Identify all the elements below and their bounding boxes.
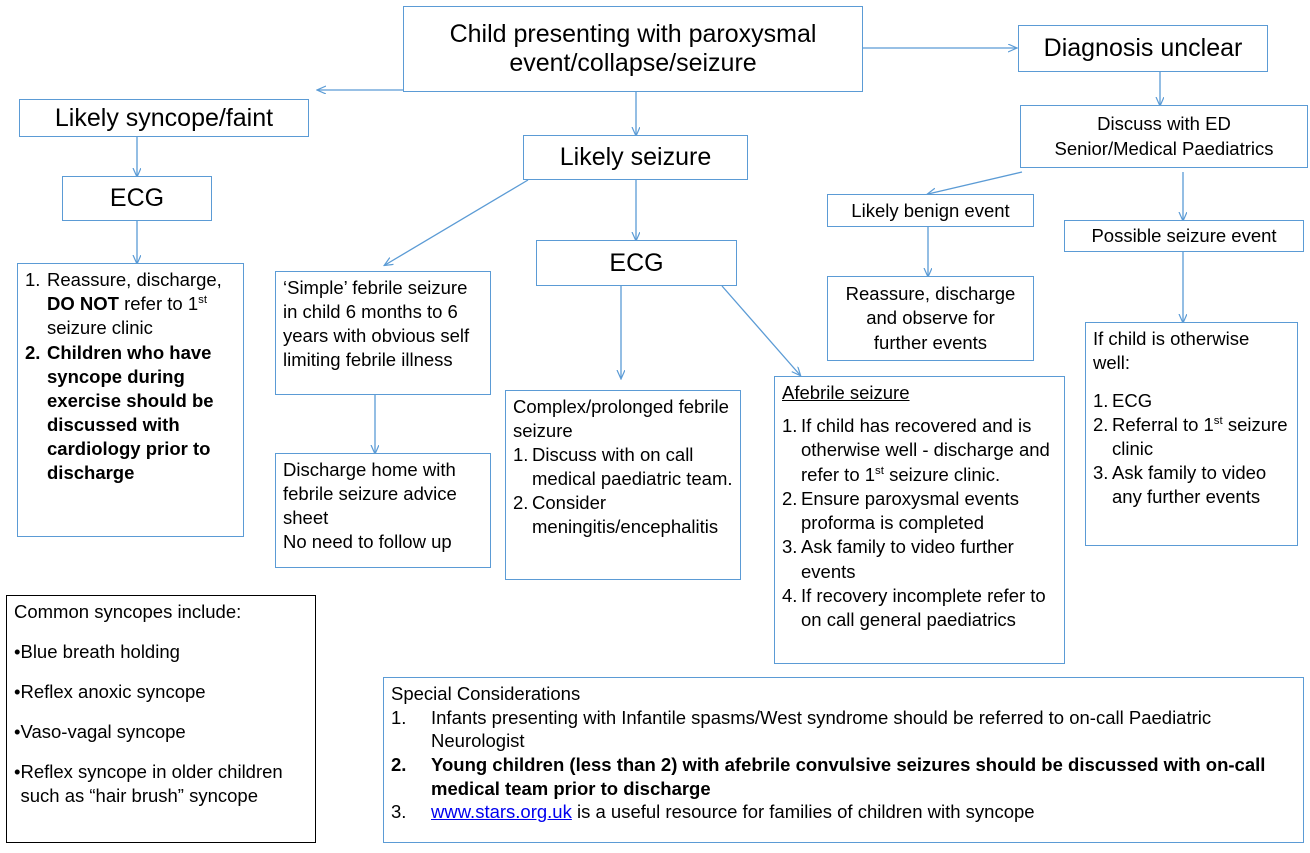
node-special-considerations[interactable]: Special Considerations 1. Infants presen… — [383, 677, 1304, 843]
node-discharge-home[interactable]: Discharge home with febrile seizure advi… — [275, 453, 491, 568]
list-item: 1. Reassure, discharge, DO NOT refer to … — [25, 269, 222, 339]
list-item: •Blue breath holding — [14, 640, 308, 664]
list-item-text: Young children (less than 2) with afebri… — [431, 754, 1266, 799]
list-item-number: 2. — [391, 754, 407, 776]
node-likely-syncope[interactable]: Likely syncope/faint — [19, 99, 309, 137]
node-likely-seizure[interactable]: Likely seizure — [523, 135, 748, 180]
list-item-number: 1. — [391, 706, 407, 728]
node-diagnosis-unclear[interactable]: Diagnosis unclear — [1018, 25, 1268, 72]
list-item-number: 1. — [513, 444, 529, 466]
list-item: 2.Referral to 1st seizure clinic — [1093, 414, 1288, 460]
special-considerations-list: 1. Infants presenting with Infantile spa… — [391, 706, 1296, 824]
node-complex-febrile-heading: Complex/prolonged febrile seizure — [513, 396, 729, 442]
node-reassure-line3: further events — [873, 331, 988, 353]
syncope-actions-list: 1. Reassure, discharge, DO NOT refer to … — [25, 268, 236, 485]
list-item-text: Reflex syncope in older children such as… — [20, 761, 283, 807]
list-item: 2. Consider meningitis/encephalitis — [513, 491, 733, 539]
list-item-text: Infants presenting with Infantile spasms… — [431, 706, 1212, 752]
node-likely-syncope-label: Likely syncope/faint — [54, 103, 274, 132]
wire-seizure-to-simple — [385, 179, 529, 265]
list-item: •Reflex syncope in older children such a… — [14, 760, 308, 808]
list-item: 3.Ask family to video any further events — [1093, 462, 1267, 508]
node-reassure-line2: and observe for — [866, 307, 995, 329]
list-item: 3. Ask family to video further events — [782, 536, 1014, 582]
list-item: 1. If child has recovered and is otherwi… — [782, 415, 1050, 485]
wire-discuss-to-benign — [928, 171, 1023, 194]
node-likely-benign-label: Likely benign event — [851, 199, 1010, 221]
list-item-text: Blue breath holding — [20, 641, 180, 663]
wire-root-to-syncope — [318, 38, 405, 90]
node-seizure-ecg[interactable]: ECG — [536, 240, 737, 286]
node-root-line2: event/collapse/seizure — [509, 49, 757, 77]
node-root-line1: Child presenting with paroxysmal — [449, 19, 817, 48]
common-syncopes-heading: Common syncopes include: — [14, 601, 242, 622]
node-root[interactable]: Child presenting with paroxysmal event/c… — [403, 6, 863, 92]
node-discuss-ed-line2: Senior/Medical Paediatrics — [1054, 137, 1274, 159]
node-possible-seizure-label: Possible seizure event — [1091, 225, 1277, 246]
node-seizure-ecg-label: ECG — [609, 248, 664, 277]
list-item-number: 2. — [513, 492, 529, 514]
list-item: 4. If recovery incomplete refer to on ca… — [782, 584, 1046, 631]
node-syncope-actions[interactable]: 1. Reassure, discharge, DO NOT refer to … — [17, 263, 244, 537]
list-item: 2. Children who have syncope during exer… — [25, 342, 214, 484]
node-discharge-home-line2: No need to follow up — [283, 531, 452, 553]
special-considerations-heading: Special Considerations — [391, 683, 581, 704]
node-simple-febrile[interactable]: ‘Simple’ febrile seizure in child 6 mont… — [275, 271, 491, 395]
node-syncope-ecg-label: ECG — [109, 184, 165, 212]
node-diagnosis-unclear-label: Diagnosis unclear — [1043, 34, 1243, 62]
wire-ecg-to-afebrile — [721, 285, 800, 375]
node-reassure-observe[interactable]: Reassure, discharge and observe for furt… — [827, 276, 1034, 361]
list-item: 2. Ensure paroxysmal events proforma is … — [782, 487, 1019, 534]
list-item-text: Consider meningitis/encephalitis — [532, 492, 719, 538]
list-item: 1.ECG — [1093, 390, 1153, 412]
list-item-text: Vaso-vagal syncope — [20, 721, 186, 743]
node-common-syncopes[interactable]: Common syncopes include: •Blue breath ho… — [6, 595, 316, 843]
complex-febrile-list: 1. Discuss with on call medical paediatr… — [513, 443, 733, 539]
node-reassure-line1: Reassure, discharge — [845, 282, 1016, 304]
node-likely-seizure-label: Likely seizure — [559, 143, 712, 171]
list-item: 1. Discuss with on call medical paediatr… — [513, 443, 733, 491]
list-item: 3. www.stars.org.uk is a useful resource… — [391, 800, 1296, 824]
node-if-child-well-heading-line2: well: — [1093, 352, 1131, 374]
afebrile-list: 1. If child has recovered and is otherwi… — [782, 414, 1057, 632]
node-afebrile-heading: Afebrile seizure — [782, 382, 910, 403]
list-item: 1. Infants presenting with Infantile spa… — [391, 706, 1296, 753]
list-item-text: is a useful resource for families of chi… — [571, 801, 1035, 823]
stars-link[interactable]: www.stars.org.uk — [431, 801, 572, 823]
node-complex-febrile[interactable]: Complex/prolonged febrile seizure 1. Dis… — [505, 390, 741, 580]
if-child-well-list: 1.ECG 2.Referral to 1st seizure clinic 3… — [1093, 389, 1290, 509]
node-if-child-well[interactable]: If child is otherwise well: 1.ECG 2.Refe… — [1085, 322, 1298, 546]
list-item-text: Reflex anoxic syncope — [20, 681, 206, 703]
list-item-text: Discuss with on call medical paediatric … — [532, 444, 733, 490]
node-likely-benign[interactable]: Likely benign event — [827, 194, 1034, 227]
node-simple-febrile-text: ‘Simple’ febrile seizure in child 6 mont… — [283, 277, 475, 371]
list-item: •Reflex anoxic syncope — [14, 680, 308, 704]
node-afebrile-seizure[interactable]: Afebrile seizure 1. If child has recover… — [774, 376, 1065, 664]
list-item-number: 3. — [391, 801, 407, 823]
node-discuss-ed[interactable]: Discuss with ED Senior/Medical Paediatri… — [1020, 105, 1308, 168]
list-item: •Vaso-vagal syncope — [14, 720, 308, 744]
node-possible-seizure[interactable]: Possible seizure event — [1064, 220, 1304, 252]
node-syncope-ecg[interactable]: ECG — [62, 176, 212, 221]
node-discharge-home-line1: Discharge home with febrile seizure advi… — [283, 459, 457, 529]
list-item: 2. Young children (less than 2) with afe… — [391, 753, 1296, 800]
node-if-child-well-heading-line1: If child is otherwise — [1093, 328, 1250, 349]
node-discuss-ed-line1: Discuss with ED — [1097, 113, 1231, 135]
